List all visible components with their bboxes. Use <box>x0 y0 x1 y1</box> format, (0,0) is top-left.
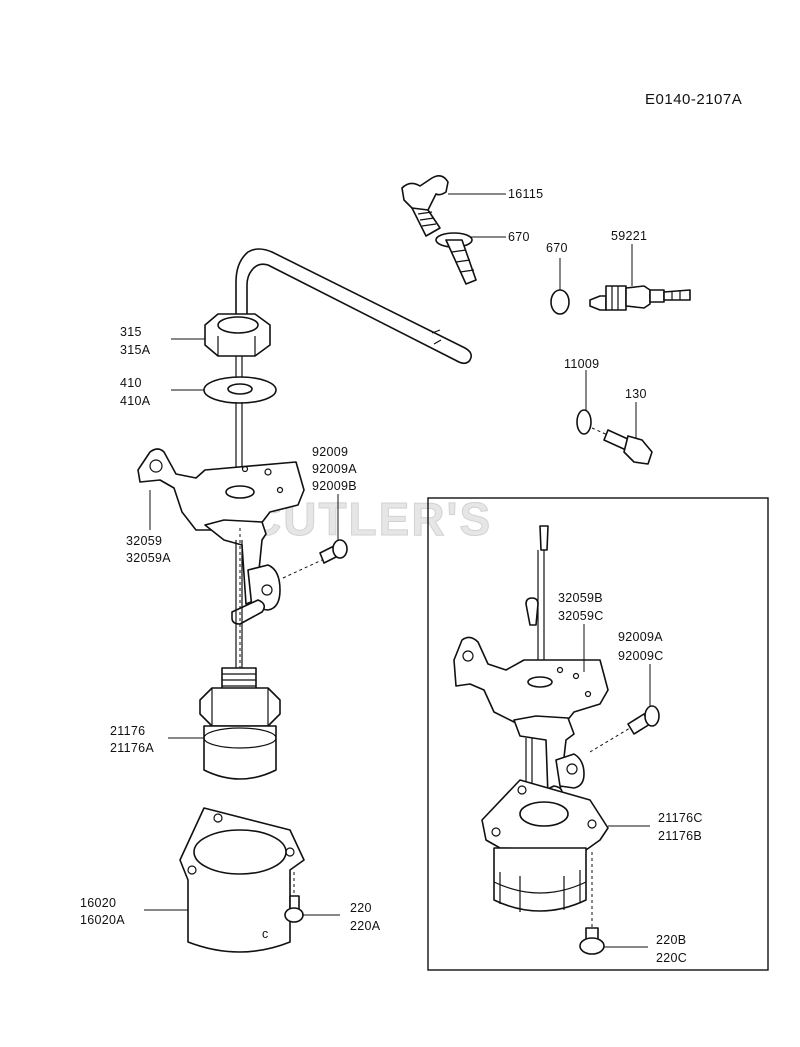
screw-92009 <box>282 539 348 579</box>
nut-315 <box>204 313 271 357</box>
label-92009A-inset: 92009A <box>618 630 663 644</box>
label-92009: 92009 <box>312 445 348 459</box>
leader-lines <box>144 193 651 948</box>
drain-plug-16115 <box>401 174 477 285</box>
label-32059: 32059 <box>126 534 162 548</box>
label-92009A: 92009A <box>312 462 357 476</box>
label-315: 315 <box>120 325 142 339</box>
label-410A: 410A <box>120 394 151 408</box>
label-32059B: 32059B <box>558 591 603 605</box>
washer-670-right <box>550 289 570 315</box>
cup-16020: c <box>179 807 305 953</box>
label-16020: 16020 <box>80 896 116 910</box>
label-220C: 220C <box>656 951 687 965</box>
label-59221: 59221 <box>611 229 647 243</box>
dipstick-rod <box>235 248 472 365</box>
washer-11009 <box>576 409 592 435</box>
bracket-32059 <box>137 448 305 625</box>
label-16115: 16115 <box>508 187 543 201</box>
label-32059A: 32059A <box>126 551 171 565</box>
inset-frame <box>427 497 769 971</box>
label-16020A: 16020A <box>80 913 125 927</box>
fitting-21176 <box>199 667 281 780</box>
inset-assembly <box>453 525 609 912</box>
label-11009: 11009 <box>564 357 599 371</box>
screw-220 <box>284 872 304 923</box>
washer-410 <box>203 376 277 404</box>
svg-text:c: c <box>262 927 269 941</box>
label-315A: 315A <box>120 343 151 357</box>
label-220B: 220B <box>656 933 686 947</box>
label-21176: 21176 <box>110 724 145 738</box>
bolt-130 <box>591 427 653 465</box>
label-92009C: 92009C <box>618 649 664 663</box>
label-21176A: 21176A <box>110 741 154 755</box>
label-21176C: 21176C <box>658 811 703 825</box>
label-92009B: 92009B <box>312 479 357 493</box>
label-220: 220 <box>350 901 372 915</box>
label-410: 410 <box>120 376 142 390</box>
sensor-59221 <box>589 285 691 311</box>
label-670-top: 670 <box>508 230 530 244</box>
part-labels: 16115 670 670 59221 315 315A 410 410A 11… <box>80 187 703 965</box>
label-21176B: 21176B <box>658 829 702 843</box>
screw-220B <box>579 852 605 955</box>
label-670-right: 670 <box>546 241 568 255</box>
label-220A: 220A <box>350 919 381 933</box>
label-130: 130 <box>625 387 647 401</box>
label-32059C: 32059C <box>558 609 604 623</box>
diagram-code: E0140-2107A <box>645 91 742 108</box>
screw-92009A-inset <box>589 705 660 753</box>
